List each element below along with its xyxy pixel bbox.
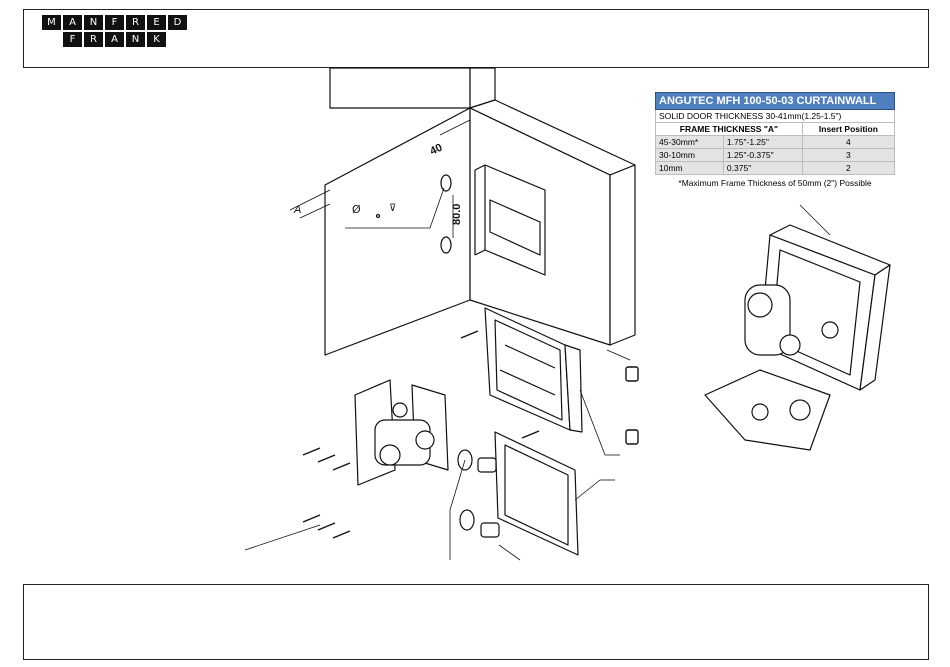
frame-thickness-label: A: [293, 204, 301, 216]
cell-metric: 45-30mm*: [656, 136, 724, 149]
hinge-assembled-view: [705, 225, 890, 450]
spec-title: ANGUTEC MFH 100-50-03 CURTAINWALL: [656, 93, 895, 110]
cell-position: 3: [802, 149, 894, 162]
svg-text:Ø: Ø: [352, 203, 361, 216]
spec-table: ANGUTEC MFH 100-50-03 CURTAINWALL SOLID …: [655, 92, 895, 189]
header-frame-thickness: FRAME THICKNESS "A": [656, 123, 803, 136]
cell-imperial: 0.375": [723, 162, 802, 175]
cell-position: 2: [802, 162, 894, 175]
cell-imperial: 1.25"-0.375": [723, 149, 802, 162]
spec-subtitle: SOLID DOOR THICKNESS 30-41mm(1.25-1.5"): [656, 110, 895, 123]
hinge-body: [355, 380, 499, 537]
mounting-screws: [303, 331, 638, 538]
height-dimension-label: 80.0: [451, 204, 463, 225]
table-row: 45-30mm* 1.75"-1.25" 4: [656, 136, 895, 149]
door-frame-block: Ø ⊽: [325, 68, 635, 355]
table-row: 10mm 0.375" 2: [656, 162, 895, 175]
cell-metric: 30-10mm: [656, 149, 724, 162]
svg-text:⊽: ⊽: [389, 203, 396, 214]
cover-plate: [495, 432, 578, 555]
cell-position: 4: [802, 136, 894, 149]
cell-metric: 10mm: [656, 162, 724, 175]
cell-imperial: 1.75"-1.25": [723, 136, 802, 149]
spec-note: *Maximum Frame Thickness of 50mm (2") Po…: [656, 175, 895, 190]
header-insert-position: Insert Position: [802, 123, 894, 136]
table-row: 30-10mm 1.25"-0.375" 3: [656, 149, 895, 162]
